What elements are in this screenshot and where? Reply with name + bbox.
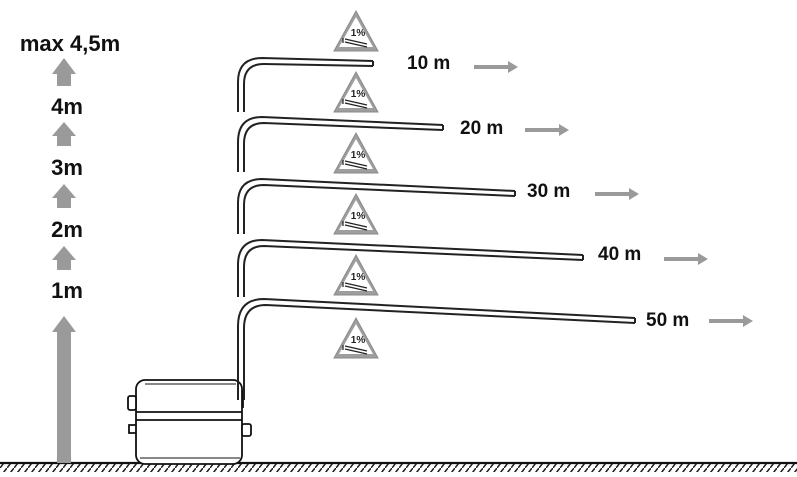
pipe-10m-inner <box>243 62 374 112</box>
height-label-1m: 1m <box>51 278 83 303</box>
height-label-2m: 2m <box>51 217 83 242</box>
height-label-4m: 4m <box>51 94 83 119</box>
pipe-50m-inner <box>243 303 636 400</box>
pipe-20m-inner <box>243 121 444 172</box>
slope-label: 1% <box>351 335 366 346</box>
slope-label: 1% <box>351 89 366 100</box>
pipe-50m-outer <box>237 297 636 400</box>
height-label-max: max 4,5m <box>20 31 120 56</box>
slope-label: 1% <box>351 272 366 283</box>
slope-sign-1: 1% <box>333 9 379 52</box>
slope-signs: 1% 1% 1% 1% <box>333 9 379 359</box>
height-arrow-4 <box>52 58 76 86</box>
distance-labels: 10 m 20 m 30 m 40 m 50 m <box>407 53 753 331</box>
height-scale: 1m 2m 3m 4m max 4,5m <box>20 31 120 463</box>
height-arrow-2 <box>52 184 76 208</box>
pump-left-port <box>127 395 137 411</box>
pipes <box>237 56 636 400</box>
slope-label: 1% <box>351 150 366 161</box>
height-arrow-main <box>52 316 76 463</box>
pump-right-clip <box>241 423 252 437</box>
pump-body <box>135 379 243 465</box>
pump-unit <box>127 379 252 465</box>
distance-label-50m: 50 m <box>646 310 689 331</box>
pipe-40m-inner <box>243 244 584 297</box>
pipe-20m-outer <box>237 115 444 172</box>
height-label-3m: 3m <box>51 155 83 180</box>
slope-sign-4: 1% <box>333 192 379 235</box>
height-arrow-3 <box>52 122 76 146</box>
pipe-30m-inner <box>243 183 516 234</box>
height-arrow-1 <box>52 246 76 270</box>
distance-arrow-10m <box>474 61 518 73</box>
ground-hatching <box>0 463 797 472</box>
distance-arrow-20m <box>525 124 569 136</box>
distance-label-30m: 30 m <box>527 181 570 202</box>
pipe-30m-outer <box>237 177 516 234</box>
slope-sign-2: 1% <box>333 70 379 113</box>
distance-arrow-50m <box>709 315 753 327</box>
distance-label-20m: 20 m <box>460 118 503 139</box>
distance-arrow-30m <box>595 188 639 200</box>
pump-left-clip <box>128 424 136 434</box>
distance-arrow-40m <box>664 253 708 265</box>
slope-label: 1% <box>351 28 366 39</box>
ground <box>0 461 797 472</box>
pipe-10m-outer <box>237 56 374 112</box>
slope-label: 1% <box>351 211 366 222</box>
slope-sign-3: 1% <box>333 131 379 174</box>
distance-label-40m: 40 m <box>598 244 641 265</box>
pipe-40m-outer <box>237 238 584 297</box>
distance-label-10m: 10 m <box>407 53 450 74</box>
slope-sign-5: 1% <box>333 253 379 296</box>
slope-sign-6: 1% <box>333 316 379 359</box>
